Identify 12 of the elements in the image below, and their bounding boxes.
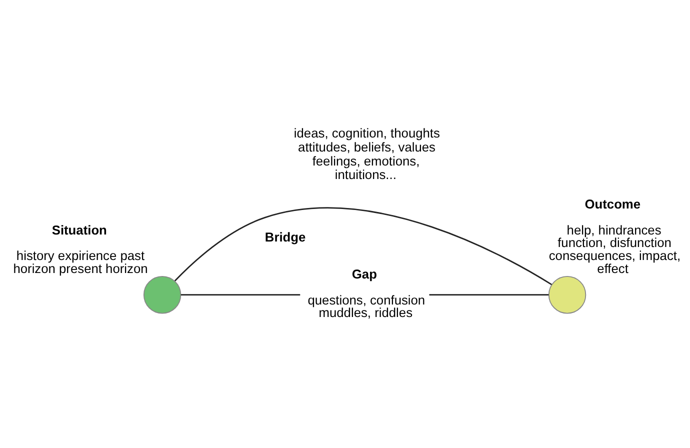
connector	[429, 294, 549, 296]
node-label: history expirience past horizon present horizon	[13, 248, 148, 276]
label: ideas, cognition, thoughts attitudes, beliefs, values feelings, emotions, intuitions...	[294, 126, 440, 182]
node-text: Gap questions, confusion muddles, riddles	[308, 266, 426, 320]
node-label: Situation	[52, 222, 107, 238]
connector	[174, 207, 552, 286]
edge-label: Bridge	[264, 230, 306, 245]
node-label: Outcome	[584, 196, 641, 212]
node-circle	[143, 276, 182, 314]
connector	[180, 294, 300, 296]
node-label: help, hindrances function, disfunction consequences, impact, effect	[548, 222, 681, 276]
node-circle	[548, 276, 586, 314]
